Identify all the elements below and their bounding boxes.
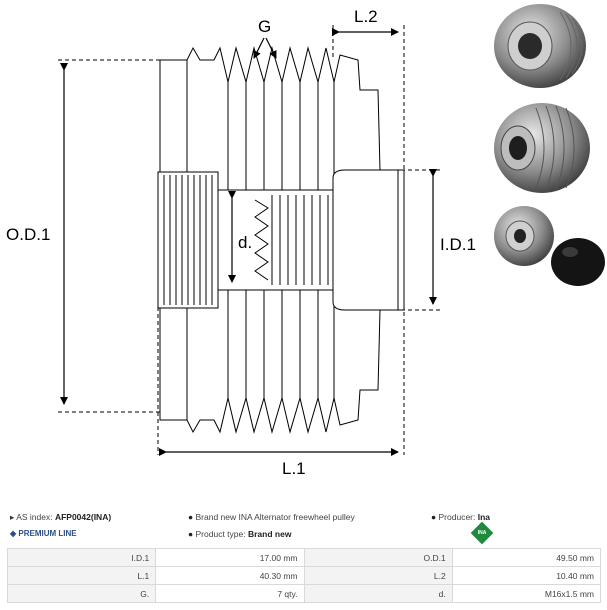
product-photos xyxy=(494,4,605,286)
spec-key: O.D.1 xyxy=(303,548,453,567)
table-row: L.1 40.30 mm L.2 10.40 mm xyxy=(6,566,602,585)
thread xyxy=(254,199,269,281)
label-l2: L.2 xyxy=(354,7,378,26)
spec-key: d. xyxy=(303,584,453,603)
spec-table: I.D.1 17.00 mm O.D.1 49.50 mm L.1 40.30 … xyxy=(6,548,602,603)
spec-value: 7 qty. xyxy=(155,584,305,603)
spline-lines xyxy=(163,175,213,305)
as-index: ▸ AS index: AFP0042(INA) xyxy=(10,512,112,522)
description: ● Brand new INA Alternator freewheel pul… xyxy=(188,512,355,522)
spec-key: I.D.1 xyxy=(6,548,157,567)
pulley-technical-drawing: G L.2 O.D.1 I.D.1 d. L.1 xyxy=(6,7,476,478)
premium-line-badge: ◆ PREMIUM LINE xyxy=(10,529,77,538)
product-type: ● Product type: Brand new xyxy=(188,529,292,539)
producer: ● Producer: Ina xyxy=(431,512,491,522)
spec-value: 49.50 mm xyxy=(451,548,602,567)
as-index-value: AFP0042(INA) xyxy=(54,512,112,522)
g-leader xyxy=(253,37,265,59)
label-g: G xyxy=(258,17,271,36)
info-icon: ● xyxy=(431,512,437,522)
spec-value: M16x1.5 mm xyxy=(451,584,602,603)
spec-key: L.1 xyxy=(6,566,157,585)
tag-icon: ▸ xyxy=(10,512,15,522)
bore xyxy=(217,189,334,291)
pulley-photo-front xyxy=(494,4,586,88)
label-id1: I.D.1 xyxy=(440,235,476,254)
spec-value: 10.40 mm xyxy=(451,566,602,585)
spec-key: L.2 xyxy=(303,566,453,585)
pulley-photo-with-cap xyxy=(494,206,605,286)
table-row: G. 7 qty. d. M16x1.5 mm xyxy=(6,584,602,603)
spec-key: G. xyxy=(6,584,157,603)
info-icon: ● xyxy=(188,512,194,522)
spec-value: 17.00 mm xyxy=(155,548,305,567)
diamond-icon: ◆ xyxy=(10,529,17,538)
spec-value: 40.30 mm xyxy=(155,566,305,585)
info-icon: ● xyxy=(188,529,194,539)
thread-lines xyxy=(271,195,329,285)
table-row: I.D.1 17.00 mm O.D.1 49.50 mm xyxy=(6,548,602,567)
pulley-photo-angle xyxy=(494,103,590,193)
label-d: d. xyxy=(238,233,252,252)
product-info: ▸ AS index: AFP0042(INA) ◆ PREMIUM LINE … xyxy=(0,505,607,555)
label-l1: L.1 xyxy=(282,459,306,478)
label-od1: O.D.1 xyxy=(6,225,50,244)
ina-logo-icon: INA xyxy=(470,521,494,545)
cap-photo xyxy=(551,238,605,286)
